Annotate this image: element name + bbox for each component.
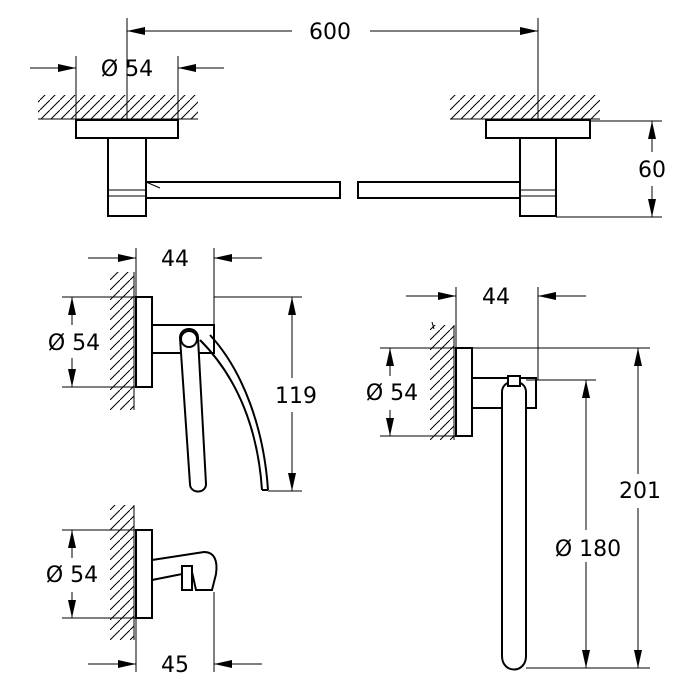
dim-holder-height: 119 xyxy=(275,384,317,409)
wall-hatch-paper-holder xyxy=(110,272,134,410)
towel-bar-left-segment xyxy=(145,181,341,199)
right-rosette xyxy=(485,119,591,139)
dim-holder-projection: 44 xyxy=(161,247,189,272)
left-post xyxy=(107,137,147,217)
wall-hatch-left xyxy=(38,95,198,119)
towel-ring-drawing: 44 Ø 54 201 Ø 180 xyxy=(366,285,661,671)
dim-bar-projection: 60 xyxy=(638,158,666,183)
dim-bar-rosette-diameter: Ø 54 xyxy=(101,57,153,82)
wall-hatch-right xyxy=(450,95,600,119)
dim-ring-rosette-diameter: Ø 54 xyxy=(366,381,418,406)
right-post xyxy=(519,137,557,217)
towel-ring-loop xyxy=(501,380,527,671)
robe-hook-rosette xyxy=(135,529,153,619)
dim-ring-height: 201 xyxy=(619,479,661,504)
paper-holder-drawing: 44 Ø 54 119 xyxy=(48,247,317,493)
robe-hook-drawing: Ø 54 45 xyxy=(46,505,262,678)
dim-ring-projection: 44 xyxy=(482,285,510,310)
towel-bar-drawing: 600 Ø 54 60 xyxy=(30,18,666,218)
paper-holder-rod xyxy=(178,328,208,493)
towel-bar-right-segment xyxy=(357,181,521,199)
dim-hook-projection: 45 xyxy=(161,653,189,678)
wall-hatch-robe-hook xyxy=(110,505,134,640)
dim-bar-length: 600 xyxy=(309,20,351,45)
left-rosette xyxy=(75,119,179,139)
dim-ring-diameter: Ø 180 xyxy=(555,537,621,562)
towel-ring-rosette xyxy=(455,347,473,437)
paper-holder-rosette xyxy=(135,296,153,388)
paper-holder-lid xyxy=(199,339,263,491)
dim-hook-rosette-diameter: Ø 54 xyxy=(46,563,98,588)
dim-holder-rosette-diameter: Ø 54 xyxy=(48,331,100,356)
wall-hatch-towel-ring xyxy=(430,325,454,440)
